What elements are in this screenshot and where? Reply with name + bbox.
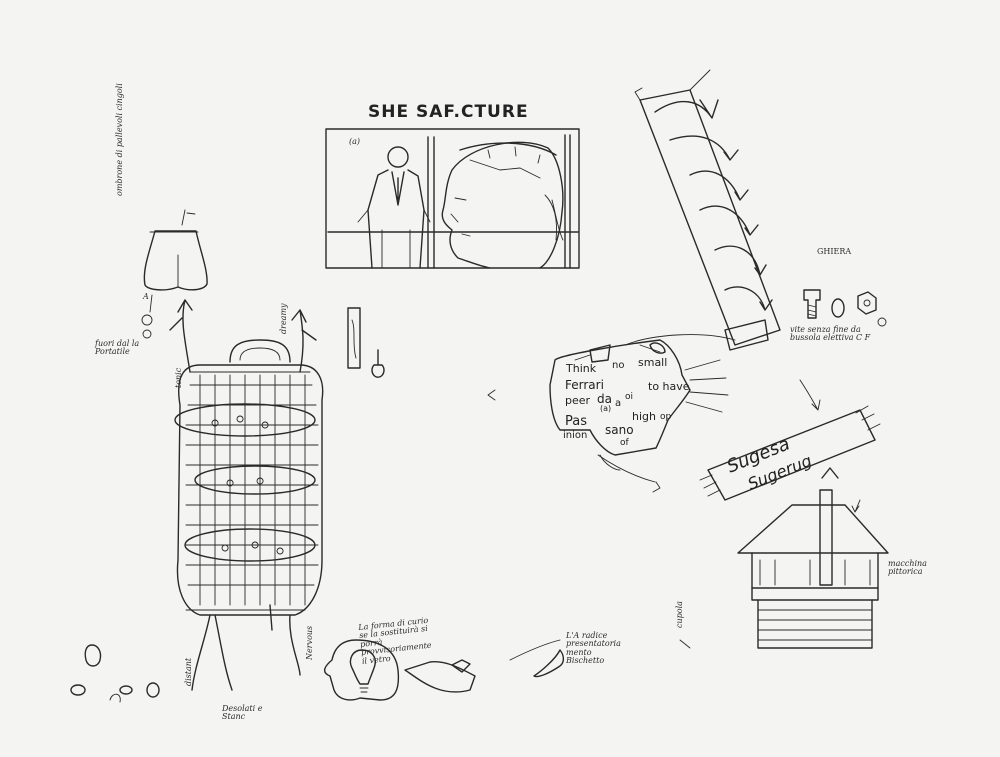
rug [699, 405, 881, 501]
carrot-shape [533, 649, 565, 678]
radice-note: L'A radice presentatoria mento Bischetto [566, 631, 621, 666]
speech-word: da [597, 392, 612, 406]
scaffold-poles [327, 134, 579, 269]
speech-word: to have [648, 380, 690, 393]
cupola-label: cupola [675, 601, 684, 628]
speech-word: (a) [600, 404, 612, 413]
dreamy-label: dreamy [279, 303, 288, 334]
face-lightbulb [323, 639, 476, 701]
speech-word: Pas [565, 414, 587, 429]
radiator-structure [169, 299, 324, 691]
photo-frame [325, 128, 580, 269]
speech-word: no [612, 360, 625, 371]
torso-note: ombrone di pallevoli cingoli [115, 83, 124, 196]
screw-note: vite senza fine da bussola elettiva C F [790, 325, 871, 343]
statue-head [441, 141, 564, 269]
speech-word: peer [565, 394, 591, 407]
speech-word: sano [605, 423, 634, 437]
arrows-panel [634, 69, 781, 351]
speech-word: of [620, 438, 629, 448]
disgust-label: Desolati e Stanc [222, 704, 263, 722]
man-figure [357, 146, 431, 269]
house [737, 467, 889, 649]
hanging-bulb [347, 307, 385, 378]
speech-word: op [660, 412, 672, 422]
speech-word: Ferrari [565, 378, 604, 392]
distant-label: distant [184, 657, 193, 686]
torso-sketch [141, 209, 208, 339]
torso-mark: A [143, 292, 149, 301]
title-text: SHE SAF.CTURE [368, 102, 529, 122]
fuori-label: fuori dal la Portatile [95, 339, 140, 357]
pebbles-group [70, 644, 160, 703]
ghiera-label: GHIERA [817, 247, 852, 256]
speech-word: small [638, 356, 668, 369]
speech-word: a [615, 398, 622, 409]
speech-word: inion [563, 430, 588, 441]
flow-lines [487, 334, 861, 661]
bulb-note: La forma di curio se la sostituirà si po… [357, 615, 432, 666]
tonic-label: tonic [174, 367, 183, 388]
photo-marker: (a) [349, 137, 361, 146]
speech-word: oi [625, 392, 634, 402]
screw-nut [803, 289, 887, 327]
speech-word: high [632, 410, 656, 423]
nervous-label: Nervous [305, 625, 314, 660]
machine-label: macchina pittorica [888, 559, 927, 577]
speech-word: Think [566, 362, 597, 375]
speech-bubble-cluster [549, 339, 729, 483]
